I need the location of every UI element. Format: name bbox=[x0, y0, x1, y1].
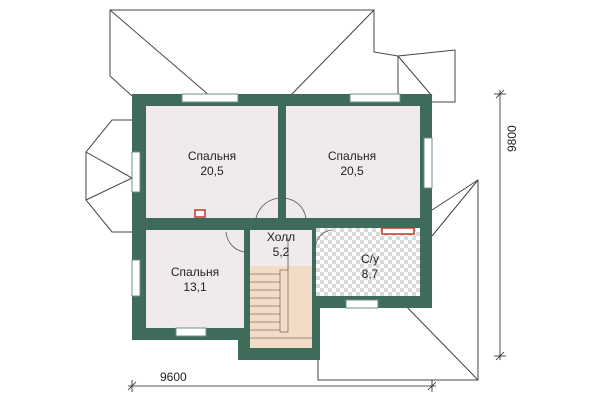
staircase bbox=[250, 266, 312, 348]
room-name: Спальня bbox=[171, 265, 219, 279]
doors bbox=[225, 197, 333, 253]
room-area: 20,5 bbox=[200, 164, 224, 178]
room-area: 20,5 bbox=[340, 164, 364, 178]
room-bedroom-1 bbox=[146, 106, 278, 218]
radiators bbox=[194, 209, 415, 235]
room-area: 8,7 bbox=[362, 267, 379, 281]
dimension-height-label: 9800 bbox=[505, 125, 519, 152]
room-labels: Спальня 20,5 Спальня 20,5 Спальня 13,1 Х… bbox=[171, 149, 379, 294]
stair-treads bbox=[250, 238, 312, 339]
room-name: Спальня bbox=[328, 149, 376, 163]
room-hall bbox=[250, 230, 312, 266]
room-name: Холл bbox=[267, 230, 295, 244]
room-area: 13,1 bbox=[183, 280, 207, 294]
dimension-height bbox=[494, 89, 506, 361]
rooms bbox=[146, 106, 420, 348]
room-bedroom-3 bbox=[146, 230, 244, 328]
room-name: С/у bbox=[361, 252, 379, 266]
dimension-width bbox=[127, 380, 437, 392]
room-name: Спальня bbox=[188, 149, 236, 163]
room-area: 5,2 bbox=[273, 245, 290, 259]
windows bbox=[131, 93, 433, 337]
room-bedroom-2 bbox=[286, 106, 420, 218]
room-bathroom bbox=[316, 228, 420, 296]
roof-outline bbox=[85, 9, 479, 381]
dimension-width-label: 9600 bbox=[160, 370, 187, 384]
